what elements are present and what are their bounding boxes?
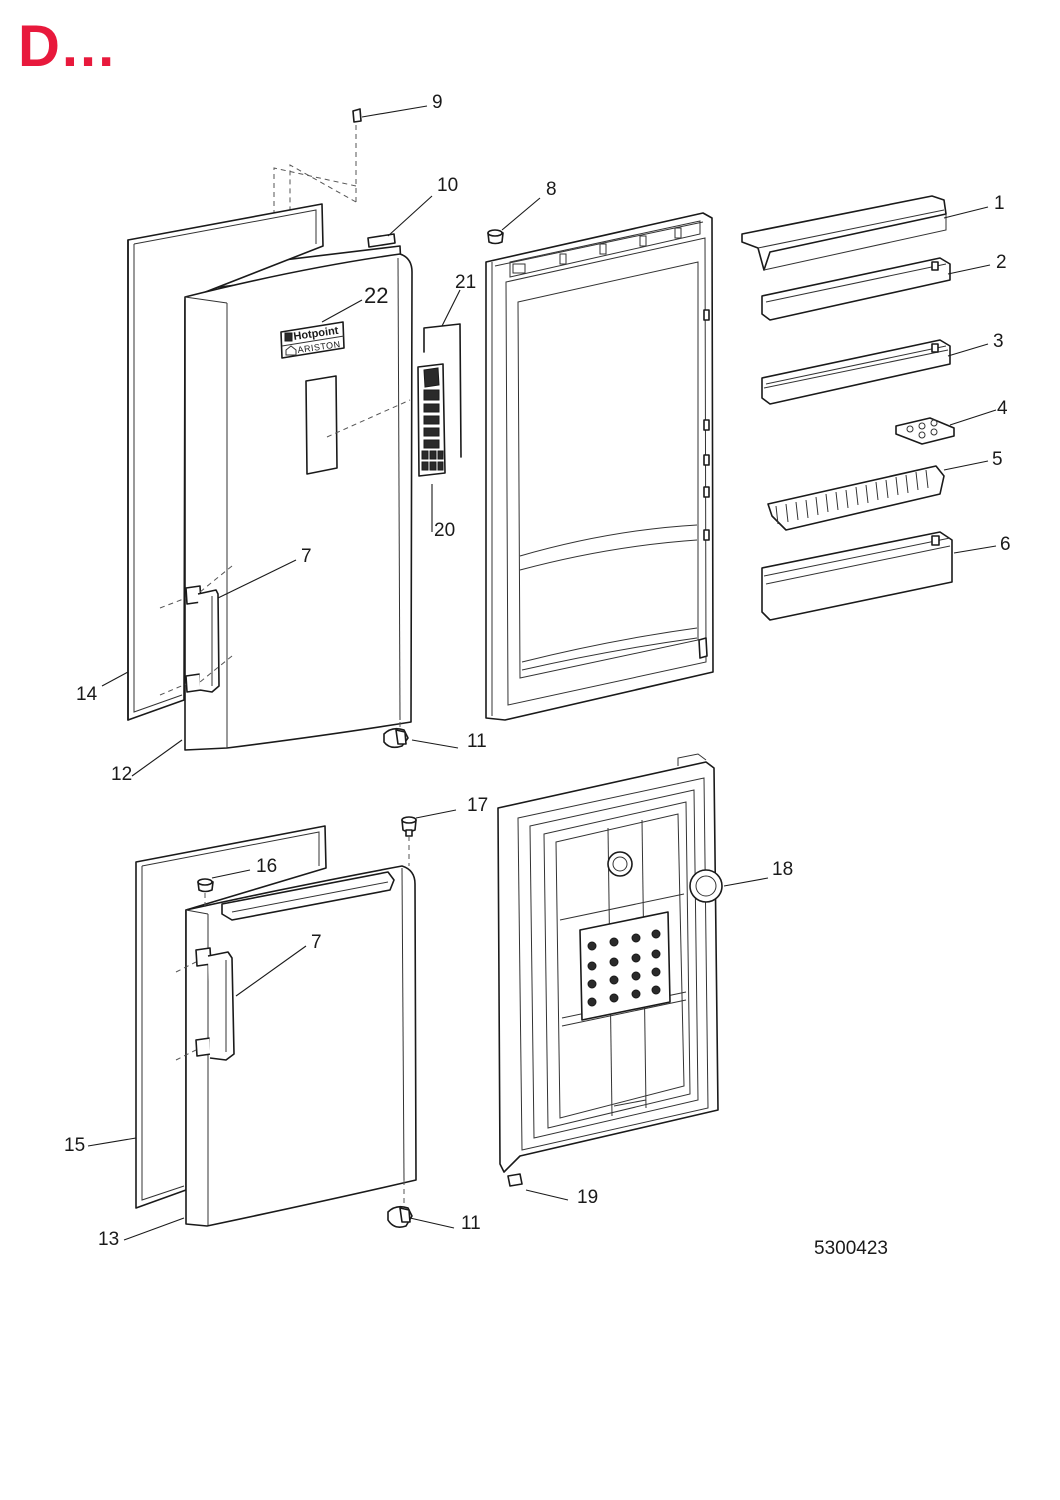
callout-6: 6 (1000, 534, 1011, 555)
callout-1: 1 (994, 193, 1005, 214)
drawing-code: 5300423 (814, 1238, 888, 1259)
callout-16: 16 (256, 856, 277, 877)
callout-7-upper: 7 (301, 546, 312, 567)
callout-19: 19 (577, 1187, 598, 1208)
callout-13: 13 (98, 1229, 119, 1250)
part-1-top-shelf (741, 195, 947, 271)
part-16-cap (197, 878, 214, 910)
part-8-cap (487, 229, 504, 245)
callout-17: 17 (467, 795, 488, 816)
callout-5: 5 (992, 449, 1003, 470)
food-icons-grid (587, 929, 661, 1007)
part-9-clip (273, 108, 362, 262)
lower-door-liner (497, 753, 723, 1187)
callout-8: 8 (546, 179, 557, 200)
part-17-cap (401, 816, 417, 866)
part-6-bottle-shelf (761, 531, 953, 621)
callout-9: 9 (432, 92, 443, 113)
callout-20: 20 (434, 520, 455, 541)
upper-door-liner (485, 212, 714, 721)
callout-12: 12 (111, 764, 132, 785)
part-13-lower-door (175, 865, 417, 1227)
callout-21: 21 (455, 272, 476, 293)
leader-lines (87, 105, 997, 1241)
brand-badge: Hotpoint ARISTON (280, 321, 345, 359)
callout-2: 2 (996, 252, 1007, 273)
callout-15: 15 (64, 1135, 85, 1156)
part-4-egg-tray (895, 417, 955, 445)
callout-14: 14 (76, 684, 98, 705)
callout-10: 10 (437, 175, 458, 196)
part-11-hinge-lower (387, 1180, 413, 1228)
callout-7-lower: 7 (311, 932, 322, 953)
part-11-hinge-upper (383, 722, 409, 749)
callout-22: 22 (364, 283, 388, 308)
part-20-control-panel (417, 323, 462, 477)
part-5-bottle-retainer (767, 465, 945, 531)
callout-18: 18 (772, 859, 793, 880)
callout-11-lower: 11 (461, 1213, 481, 1234)
callout-4: 4 (997, 398, 1008, 419)
callout-11-upper: 11 (467, 731, 487, 752)
part-12-upper-door (159, 253, 413, 751)
part-3-shelf (761, 339, 951, 405)
callout-3: 3 (993, 331, 1004, 352)
part-2-shelf (761, 257, 951, 321)
page-header-mark: D... (18, 14, 117, 79)
callout-labels: 9 10 8 1 2 3 4 5 6 22 21 20 7 14 11 12 1… (64, 92, 1011, 1259)
